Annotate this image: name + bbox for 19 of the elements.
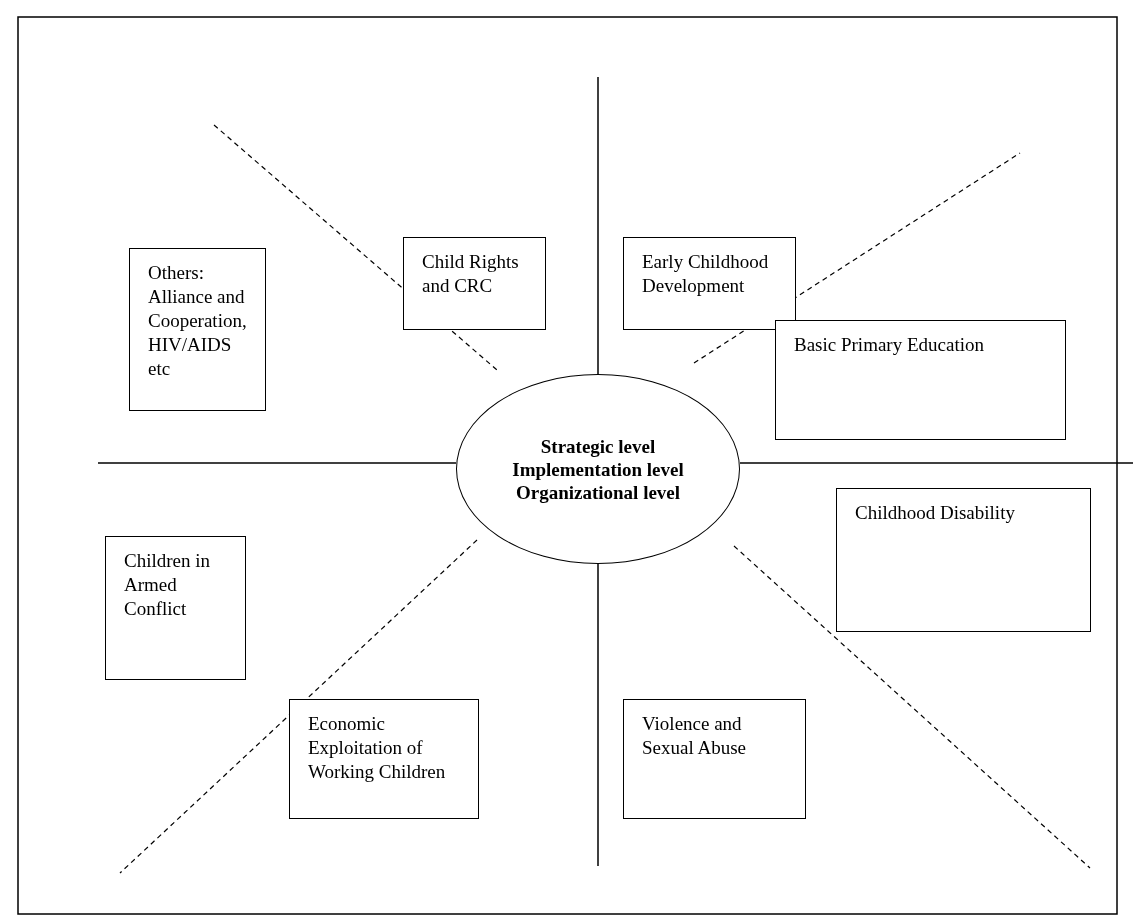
level-text: Strategic level	[540, 434, 656, 458]
level-text: Implementation level	[512, 457, 684, 481]
topic-text: Childhood Disability	[855, 501, 1016, 525]
topic-text: Child Rights and CRC	[422, 250, 520, 298]
topic-box	[129, 248, 266, 411]
topic-text: Others: Alliance and Cooperation, HIV/AIDS etc	[148, 261, 248, 381]
topic-box	[775, 320, 1066, 440]
topic-box	[403, 237, 546, 330]
level-text: Organizational level	[515, 480, 681, 504]
topic-box	[623, 237, 796, 330]
topic-text: Children in Armed Conflict	[124, 549, 212, 621]
topic-text: Violence and Sexual Abuse	[642, 712, 747, 760]
topic-box	[105, 536, 246, 680]
topic-box	[836, 488, 1091, 632]
topic-box	[623, 699, 806, 819]
topic-box	[289, 699, 479, 819]
topic-text: Economic Exploitation of Working Children	[308, 712, 447, 784]
topic-text: Early Childhood Development	[642, 250, 770, 298]
topic-text: Basic Primary Education	[794, 333, 985, 357]
